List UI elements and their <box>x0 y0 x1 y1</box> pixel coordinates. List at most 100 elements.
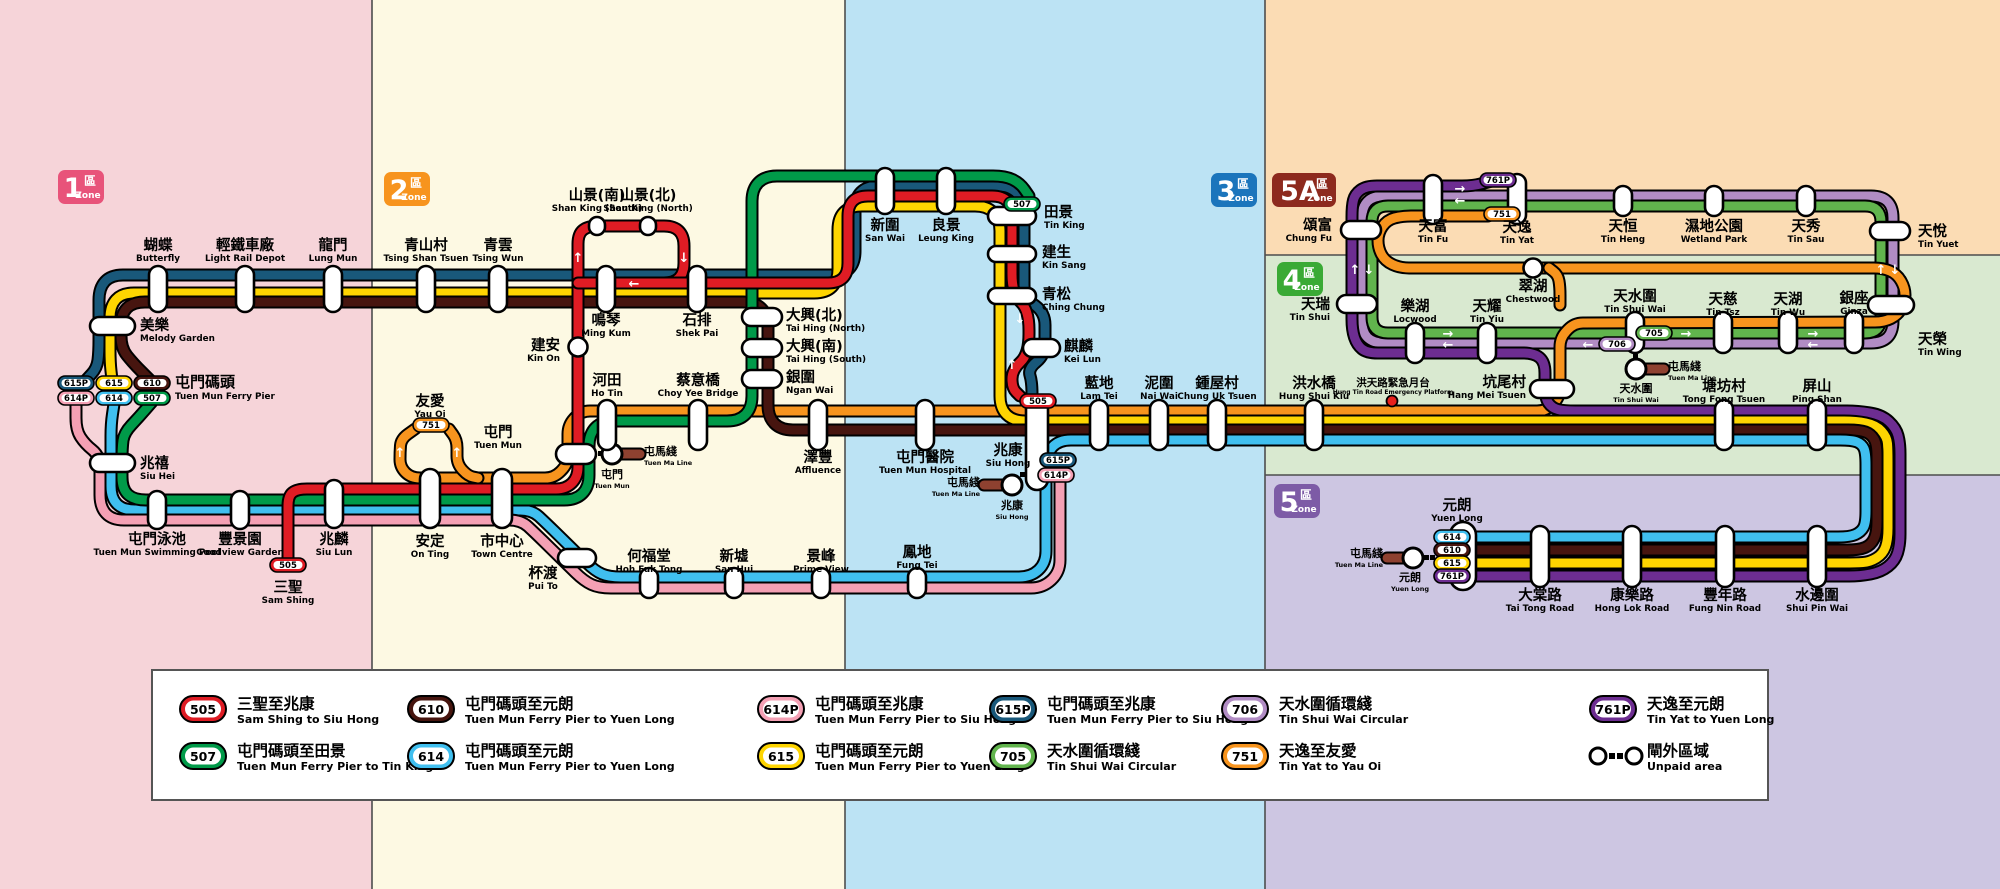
station-capsule <box>986 286 1038 306</box>
station-name-en: Town Centre <box>471 550 533 560</box>
tml-station-name-en: Siu Hong <box>996 513 1029 521</box>
station-name-en: Chestwood <box>1506 295 1561 305</box>
station-capsule <box>1303 398 1325 452</box>
station-name-en: Tin Shui <box>1290 313 1330 323</box>
station-capsule <box>1612 184 1634 218</box>
route-507-color <box>117 171 1034 505</box>
station-name-cjk: 天逸 <box>1503 218 1532 236</box>
zone-badge-bg <box>1277 262 1323 296</box>
station-capsule <box>487 264 509 314</box>
station-capsule <box>147 264 169 314</box>
route-badge-inner <box>137 394 167 402</box>
route-badge-751: 751 <box>1483 206 1521 222</box>
unpaid-area-dash <box>1609 753 1615 759</box>
station-name-cjk: 建安 <box>531 336 560 354</box>
station-tin-heng <box>1612 184 1634 218</box>
station-fung-tei <box>906 566 928 600</box>
station-name-en: Tuen Mun Swimming Pool <box>94 548 221 558</box>
route-badge-inner <box>1602 340 1632 348</box>
station-name-cjk: 田景 <box>1044 204 1073 221</box>
station-name-en: Lam Tei <box>1080 392 1118 402</box>
station-name-en: Ngan Wai <box>786 386 833 396</box>
station-name-en: Yau Oi <box>413 410 445 420</box>
station-name-en: Affluence <box>795 466 841 476</box>
route-badge-505: 505 <box>269 557 307 573</box>
station-capsule <box>935 166 957 216</box>
station-capsule <box>587 215 607 237</box>
route-badge-inner <box>1487 210 1517 218</box>
station-capsule <box>914 398 936 452</box>
station-kei-lun <box>1021 337 1062 359</box>
route-badge-number: 614 <box>1443 533 1461 543</box>
station-tai-hing-south <box>740 337 784 359</box>
station-name-cjk: 大興(北) <box>786 306 843 324</box>
route-badge-inner <box>1437 559 1467 567</box>
tml-line-name-en: Tuen Ma Line <box>932 490 981 498</box>
station-shan-king-south <box>587 215 607 237</box>
station-capsule <box>1422 173 1444 226</box>
stations-layer <box>88 166 1916 600</box>
legend-item-cjk: 屯門碼頭至元朗 <box>465 694 574 713</box>
station-name-cjk: 坑尾村 <box>1483 373 1527 391</box>
station-goodview-garden <box>229 489 251 531</box>
station-name-cjk: 山景(南) <box>569 186 626 204</box>
station-capsule <box>1843 309 1865 355</box>
route-614P-color <box>71 399 1065 593</box>
station-name-cjk: 美樂 <box>140 316 169 334</box>
station-tin-yuet <box>1868 220 1912 242</box>
tml-station-name-cjk: 屯門 <box>601 467 623 481</box>
direction-arrow: ↑ <box>1007 358 1018 373</box>
zone-badge-word-en: Zone <box>401 193 426 203</box>
station-capsule <box>1088 398 1110 452</box>
station-tai-tong-road <box>1529 524 1551 589</box>
route-badge-614P: 614P <box>1037 467 1075 483</box>
legend-badge-number: 614P <box>763 702 798 717</box>
station-name-en: Tin Shui Wai <box>1604 305 1666 315</box>
route-badge-number: 505 <box>1029 397 1047 407</box>
legend-item-cjk: 屯門碼頭至田景 <box>237 741 346 760</box>
station-name-en: Ho Tin <box>591 389 623 399</box>
station-name-cjk: 青雲 <box>484 236 513 254</box>
station-capsule <box>687 398 709 452</box>
station-name-cjk: 兆禧 <box>140 454 169 472</box>
direction-arrow: ↓ <box>1364 263 1375 278</box>
legend-badge-number: 761P <box>1595 702 1630 717</box>
tml-station-name-cjk: 兆康 <box>1001 498 1024 512</box>
station-capsule <box>723 566 745 600</box>
station-capsule <box>638 215 658 237</box>
zone-badge-number: 5 <box>1280 487 1299 518</box>
route-badge-inner <box>1007 200 1037 208</box>
tml-station-name-cjk: 天水圍 <box>1620 381 1653 395</box>
route-badge-inner <box>61 379 91 387</box>
station-capsule <box>1713 398 1735 452</box>
station-name-en: Shan King (North) <box>603 204 693 214</box>
station-name-en: Tin Yat <box>1500 236 1534 246</box>
legend-badge-number: 507 <box>190 749 216 764</box>
legend-item-en: Tin Shui Wai Circular <box>1047 760 1177 773</box>
station-name-en: Tin Fu <box>1418 235 1448 245</box>
